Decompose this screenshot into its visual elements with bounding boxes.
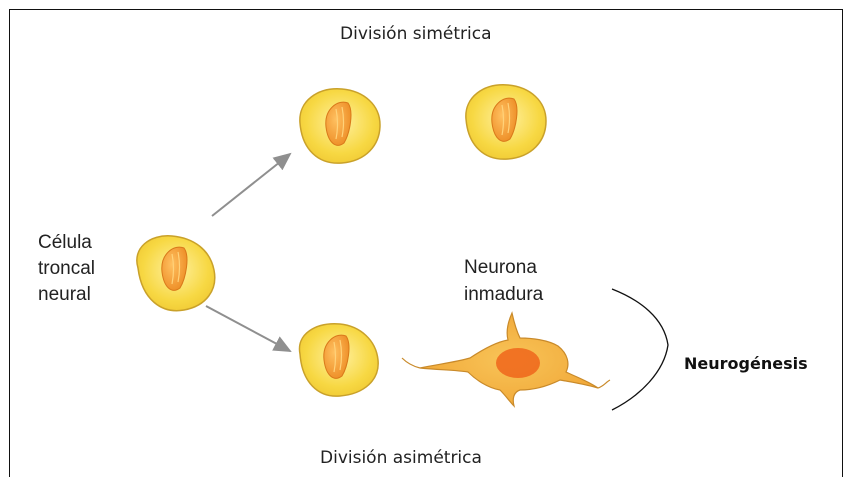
- stem-cell: [137, 236, 215, 311]
- arrow-to-symmetric: [212, 154, 290, 216]
- neurogenesis-label: Neurogénesis: [684, 352, 808, 376]
- stem-cell-label: Célula troncal neural: [38, 231, 95, 309]
- stem-cell-label-line-2: troncal: [38, 257, 95, 283]
- neurogenesis-brace: [612, 289, 668, 410]
- immature-neuron-label: Neurona inmadura: [464, 256, 543, 310]
- asymmetric-cell: [299, 324, 378, 396]
- arrow-to-asymmetric: [206, 306, 290, 351]
- neuron-nucleus: [496, 348, 540, 378]
- symmetric-division-label: División simétrica: [340, 22, 492, 46]
- symmetric-cell-1: [300, 89, 380, 163]
- immature-neuron: [402, 313, 610, 406]
- symmetric-cell-2: [466, 85, 546, 159]
- stem-cell-label-line-1: Célula: [38, 231, 95, 257]
- asymmetric-division-label: División asimétrica: [320, 446, 482, 470]
- stem-cell-label-line-3: neural: [38, 283, 95, 309]
- immature-neuron-label-line-1: Neurona: [464, 256, 543, 283]
- immature-neuron-label-line-2: inmadura: [464, 283, 543, 310]
